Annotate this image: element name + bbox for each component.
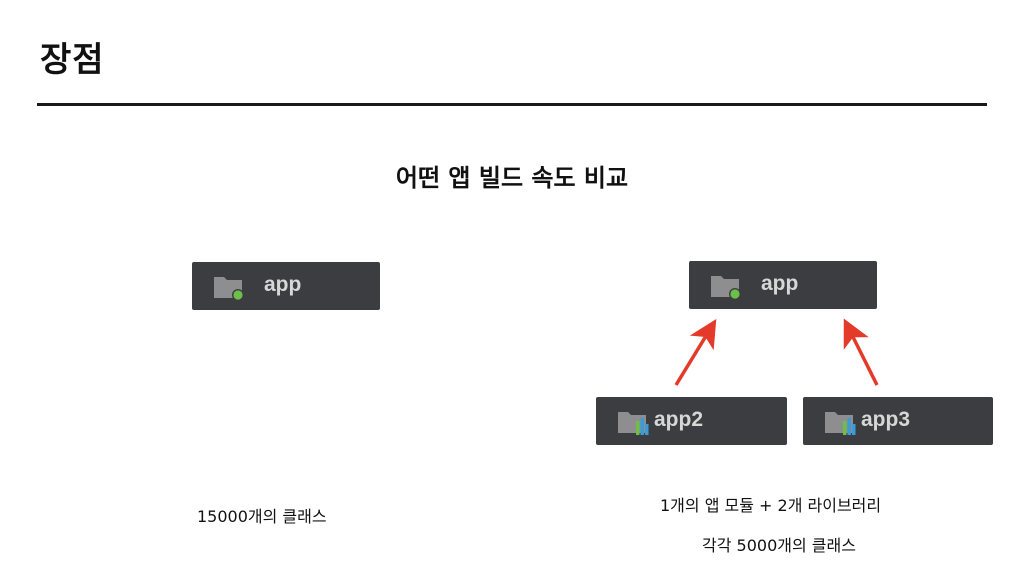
folder-with-green-dot-icon [214, 277, 244, 301]
left-caption: 15000개의 클래스 [197, 507, 327, 526]
arrow-app2-to-app [674, 319, 717, 386]
folder-with-green-dot-icon [711, 276, 741, 300]
library-module-app2-label: app2 [654, 408, 704, 431]
arrow-app3-to-app [843, 318, 879, 386]
left-app-module: app [192, 262, 380, 310]
right-caption-line2: 각각 5000개의 클래스 [702, 536, 856, 555]
comparison-subtitle: 어떤 앱 빌드 속도 비교 [395, 164, 629, 192]
left-app-module-label: app [264, 273, 302, 296]
slide-title: 장점 [40, 40, 105, 80]
folder-with-bar-chart-icon [825, 412, 856, 435]
library-module-app3: app3 [803, 397, 993, 445]
right-app-module-label: app [761, 272, 799, 295]
title-divider [37, 103, 987, 106]
library-module-app2: app2 [596, 397, 787, 445]
library-module-app3-label: app3 [861, 408, 911, 431]
right-app-module: app [689, 261, 877, 309]
right-caption-line1: 1개의 앱 모듈 + 2개 라이브러리 [660, 496, 882, 515]
folder-with-bar-chart-icon [618, 412, 649, 435]
